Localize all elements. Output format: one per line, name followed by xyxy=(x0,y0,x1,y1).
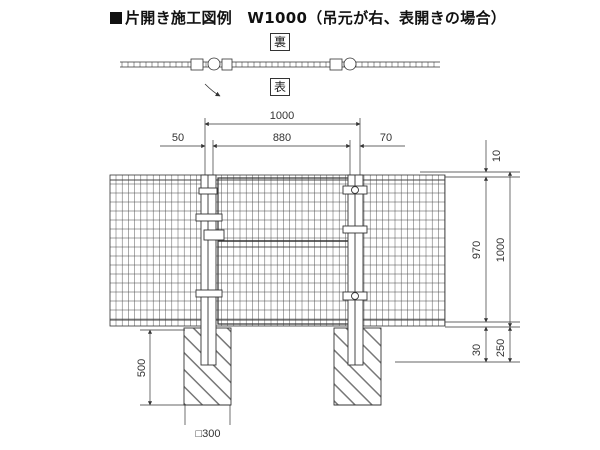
right-clamp-upper xyxy=(342,225,368,234)
dim-10-text: 10 xyxy=(491,150,503,162)
dim-1000-text: 1000 xyxy=(270,110,294,122)
plan-mesh-ticks xyxy=(121,62,435,67)
dim-70-text: 70 xyxy=(380,132,392,144)
plan-latch-post xyxy=(221,58,233,71)
dim-500-text: 500 xyxy=(136,359,148,377)
plan-hinge-left-icon xyxy=(207,57,221,71)
dim-50-text: 50 xyxy=(172,132,184,144)
dim-880-text: 880 xyxy=(273,132,291,144)
mesh-fence xyxy=(109,174,446,327)
left-clamp-upper xyxy=(195,213,223,222)
mesh-horizontal-wires xyxy=(110,183,445,320)
left-post xyxy=(200,174,217,366)
title-marker-icon xyxy=(110,12,122,24)
back-side-label: 裏 xyxy=(270,33,290,51)
latch-icon xyxy=(203,229,225,241)
dimension-lines xyxy=(140,118,520,425)
plan-view xyxy=(120,57,440,97)
left-clamp-lower xyxy=(195,289,223,298)
foundation-size-text: □300 xyxy=(196,428,221,440)
plan-right-post xyxy=(329,58,343,71)
title-text: 片開き施工図例 W1000（吊元が右、表開きの場合） xyxy=(125,9,507,27)
gate-frame xyxy=(217,177,351,325)
fence-outline xyxy=(109,174,446,327)
left-top-bracket xyxy=(198,187,218,195)
dimension-texts: 1000 50 880 70 10 970 1000 30 250 500 □3… xyxy=(136,110,507,440)
plan-hinge-right-icon xyxy=(343,57,357,71)
dim-30-text: 30 xyxy=(471,344,483,356)
right-post xyxy=(347,174,364,366)
swing-arrow-icon xyxy=(204,83,221,97)
gate-leaf xyxy=(217,177,351,325)
front-side-label: 表 xyxy=(270,78,290,96)
posts xyxy=(195,174,368,366)
mesh-vertical-wires xyxy=(115,175,445,326)
dim-250-text: 250 xyxy=(495,339,507,357)
drawing-title: 片開き施工図例 W1000（吊元が右、表開きの場合） xyxy=(110,7,506,28)
dim-1000-vertical-text: 1000 xyxy=(495,238,507,262)
dim-970-text: 970 xyxy=(471,241,483,259)
plan-left-post xyxy=(190,58,204,71)
